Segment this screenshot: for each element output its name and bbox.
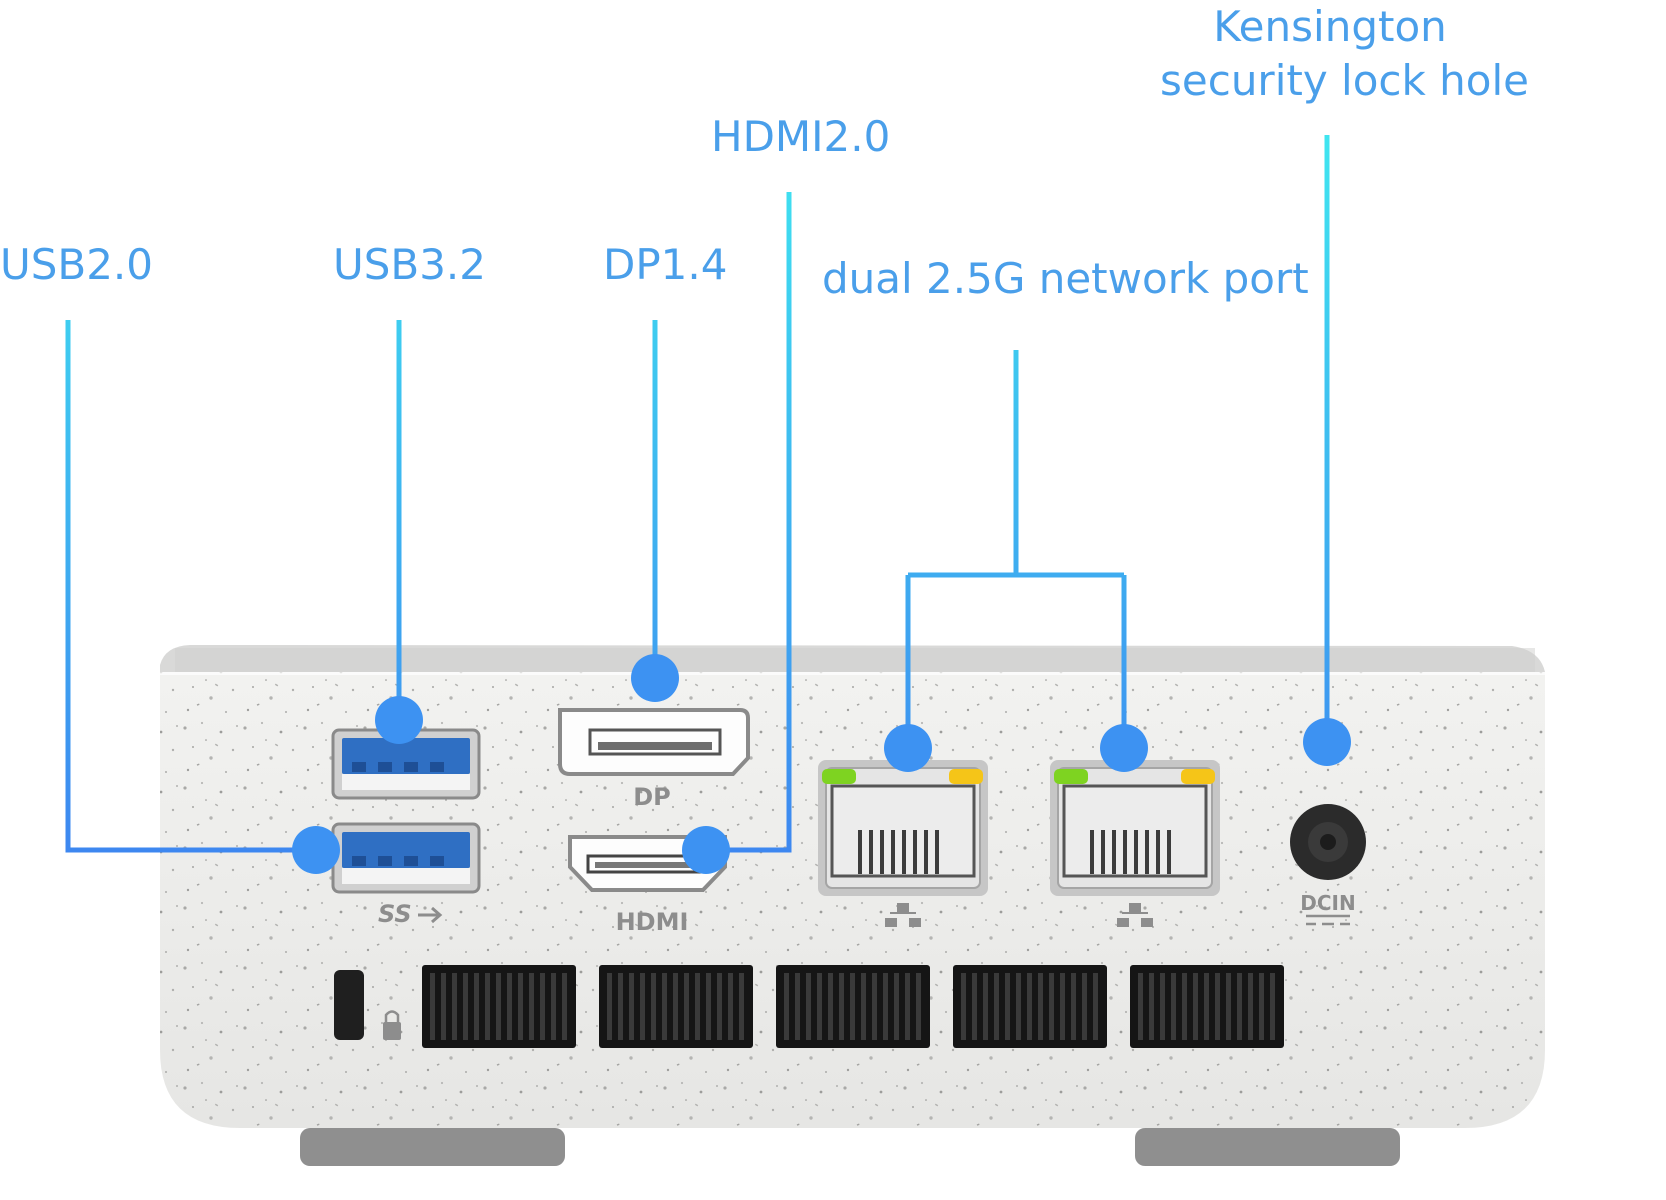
vent-slats [430, 973, 1275, 1040]
usb-2-0-port [331, 822, 481, 894]
callout-dot-hdmi [682, 826, 730, 874]
label-usb3: USB3.2 [333, 240, 487, 289]
network-icon [885, 903, 921, 927]
foot-left [300, 1128, 565, 1166]
label-kensington-line1: Kensington [1213, 2, 1447, 51]
lock-icon [383, 1010, 401, 1040]
dcin-marking: DCIN [1300, 891, 1355, 915]
callout-dot-usb3 [375, 696, 423, 744]
callout-dot-dp [631, 654, 679, 702]
callout-dot-usb2 [292, 826, 340, 874]
network-port-1 [818, 760, 988, 896]
callout-dot-kensington [1303, 718, 1351, 766]
label-network: dual 2.5G network port [822, 254, 1309, 303]
network-icon [1117, 903, 1153, 927]
label-dp: DP1.4 [603, 240, 728, 289]
callout-line-hdmi [706, 192, 792, 853]
dp-marking: DP [633, 783, 671, 811]
usb-3-2-port [331, 728, 481, 800]
kensington-slot [334, 970, 364, 1040]
foot-right [1135, 1128, 1400, 1166]
label-kensington-line2: security lock hole [1160, 56, 1529, 105]
hdmi-marking: HDMI [616, 908, 689, 936]
label-hdmi: HDMI2.0 [711, 112, 891, 161]
ss-marking: SS [378, 900, 412, 928]
label-kensington: Kensington security lock hole [1160, 0, 1529, 108]
label-usb2: USB2.0 [0, 240, 154, 289]
displayport-port [558, 708, 750, 776]
callout-line-network [905, 350, 1127, 748]
network-port-2 [1050, 760, 1220, 896]
dc-symbol-icon [1306, 914, 1350, 926]
callout-dot-network-1 [884, 724, 932, 772]
callout-dots [292, 654, 1351, 874]
callout-line-usb2 [65, 320, 316, 853]
callout-dot-network-2 [1100, 724, 1148, 772]
callout-lines [65, 135, 1330, 853]
dc-in-port [1290, 804, 1366, 880]
ss-arrow-icon [418, 906, 443, 924]
